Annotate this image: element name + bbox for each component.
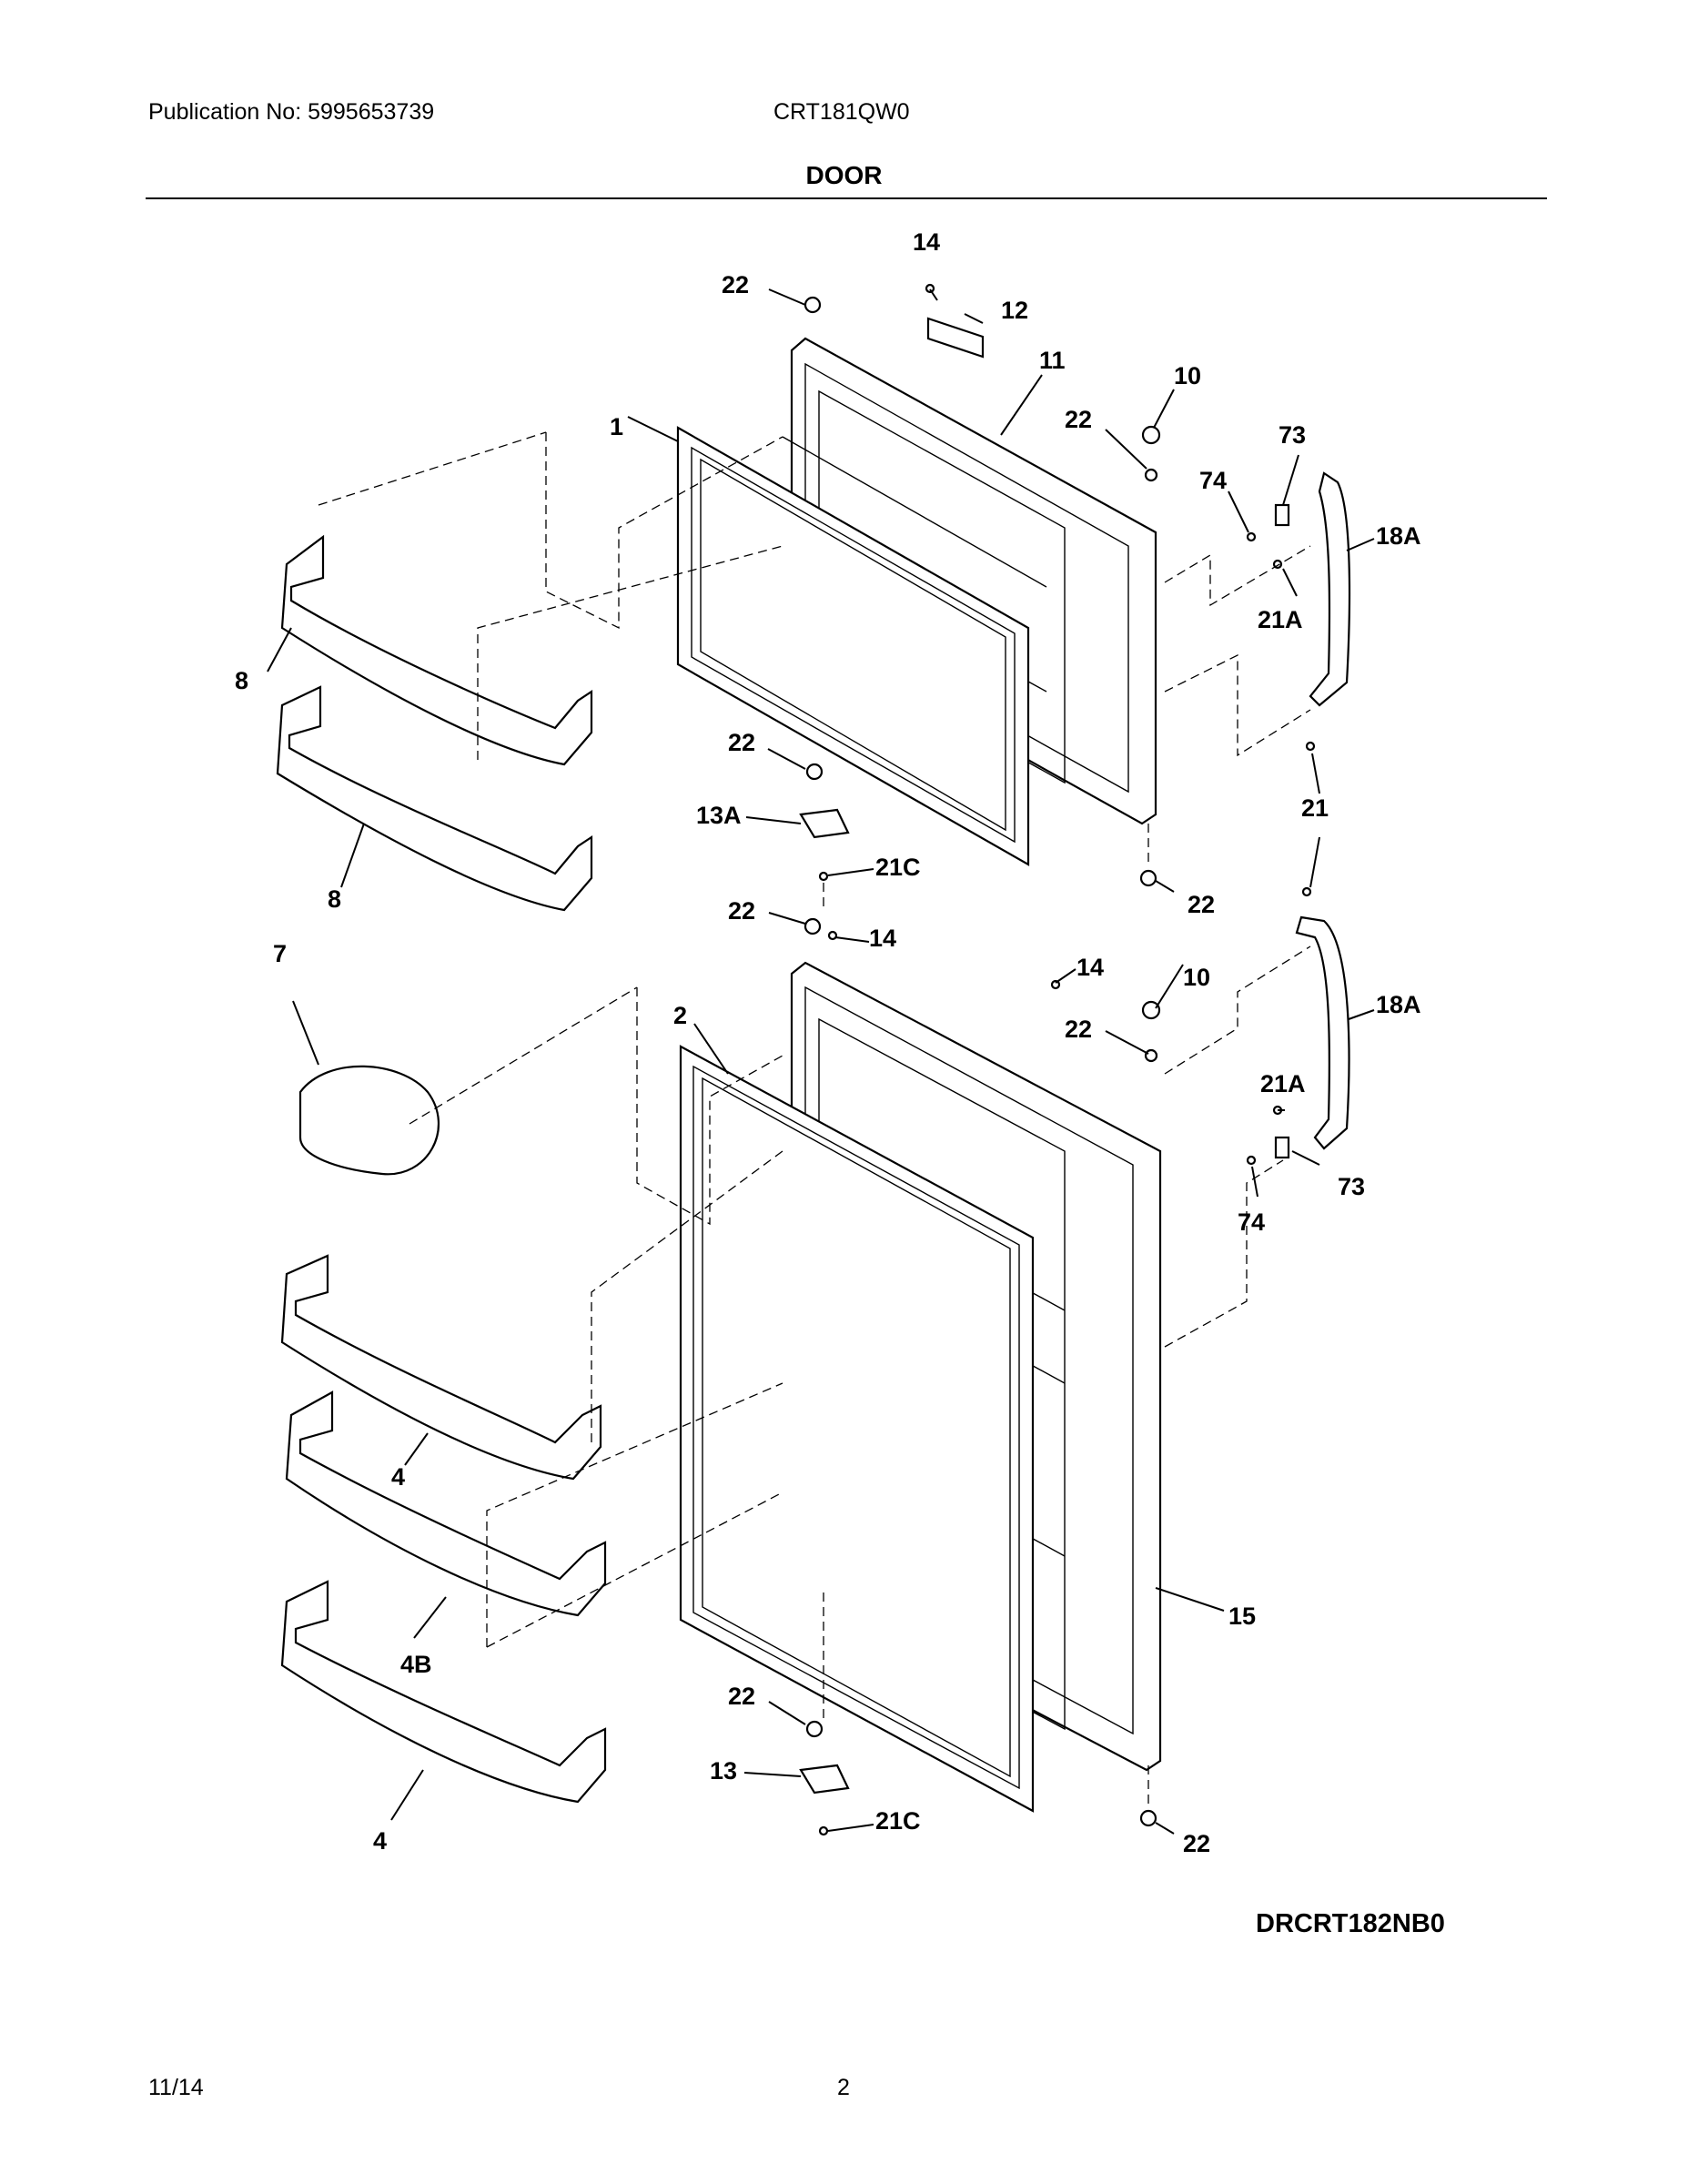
callout-labels: 14 22 12 11 10 22 73 1 74 18A 21A 8 22 2… [235, 228, 1421, 1857]
callout-2: 2 [673, 1002, 687, 1029]
callout-8: 8 [235, 667, 248, 694]
plug-10-top [1141, 425, 1161, 445]
handle-18A-upper [1309, 471, 1351, 707]
handle-18A-lower [1295, 915, 1350, 1150]
freezer-door-assembly [676, 283, 1351, 887]
callout-22: 22 [722, 271, 749, 298]
callout-14: 14 [1076, 954, 1104, 981]
plug-14-lower-b [1050, 979, 1061, 990]
fresh-food-door-gasket [679, 1045, 1035, 1813]
callout-14: 14 [869, 925, 896, 952]
bin-cover-7 [298, 1065, 440, 1176]
callout-22: 22 [728, 1683, 755, 1710]
shelf-4B [285, 1390, 607, 1617]
callout-1: 1 [610, 413, 623, 440]
callout-21: 21 [1301, 794, 1329, 822]
door-shelves [276, 534, 607, 1804]
screw-74-lower [1246, 1155, 1257, 1166]
callout-13A: 13A [696, 802, 742, 829]
screw-22-lower-bottom [1139, 1809, 1157, 1827]
plug-14-top [925, 283, 935, 294]
callout-4B: 4B [400, 1651, 432, 1678]
screw-21C-lower [818, 1825, 829, 1836]
screw-21C-top [818, 871, 829, 882]
callout-18A: 18A [1376, 991, 1421, 1018]
callout-18A: 18A [1376, 522, 1421, 550]
callout-13: 13 [710, 1757, 737, 1785]
screw-22-mid [805, 763, 824, 781]
screw-74-upper [1246, 531, 1257, 542]
callout-14: 14 [913, 228, 940, 256]
screw-22-lower-top [804, 917, 822, 935]
callout-4: 4 [391, 1463, 405, 1491]
callout-15: 15 [1228, 1603, 1256, 1630]
callout-10: 10 [1174, 362, 1201, 389]
callout-21A: 21A [1260, 1070, 1306, 1097]
callout-73: 73 [1338, 1173, 1365, 1200]
callout-22: 22 [1188, 891, 1215, 918]
screw-22-lower-right [1144, 1048, 1158, 1063]
callout-11: 11 [1039, 347, 1066, 374]
plug-14-lower-a [827, 930, 838, 941]
plug-10-lower [1141, 1000, 1161, 1020]
label-12 [926, 317, 985, 359]
shelf-4-upper [280, 1254, 602, 1481]
callout-73: 73 [1279, 421, 1306, 449]
callout-74: 74 [1238, 1208, 1265, 1236]
hinge-13 [799, 1764, 850, 1795]
handle-cap-73-upper [1274, 503, 1290, 527]
freezer-door-gasket [676, 426, 1030, 866]
leader-lines [267, 288, 1375, 1835]
callout-4: 4 [373, 1827, 387, 1855]
assembly-guide-lines [318, 431, 1311, 1806]
callout-7: 7 [273, 940, 287, 967]
publication-number: Publication No: 5995653739 [148, 99, 435, 125]
screw-22-low-right [1139, 869, 1157, 887]
screw-22-right [1144, 468, 1158, 482]
callout-21C: 21C [875, 1807, 921, 1835]
callout-10: 10 [1183, 964, 1210, 991]
handle-cap-73-lower [1274, 1136, 1290, 1159]
diagram-code: DRCRT182NB0 [1256, 1909, 1445, 1938]
shelf-8-upper [280, 534, 593, 766]
model-number: CRT181QW0 [773, 99, 910, 125]
screw-22-lower-mid [805, 1720, 824, 1738]
hinge-13A [799, 808, 850, 839]
callout-12: 12 [1001, 297, 1028, 324]
shelf-4-lower [280, 1580, 607, 1804]
callout-21A: 21A [1258, 606, 1303, 633]
callout-22: 22 [1065, 1016, 1092, 1043]
callout-22: 22 [1183, 1830, 1210, 1857]
callout-22: 22 [728, 729, 755, 756]
page-title: DOOR [805, 161, 883, 189]
screw-22-top [804, 296, 822, 314]
callout-22: 22 [728, 897, 755, 925]
shelf-8-lower [276, 685, 593, 912]
callout-8: 8 [328, 885, 341, 913]
callout-74: 74 [1199, 467, 1227, 494]
callout-22: 22 [1065, 406, 1092, 433]
screw-21-b [1301, 886, 1312, 897]
footer-date: 11/14 [148, 2075, 204, 2100]
callout-21C: 21C [875, 854, 921, 881]
page-number: 2 [837, 2075, 850, 2100]
screw-21-a [1305, 741, 1316, 752]
header-divider [146, 197, 1547, 199]
fresh-food-door-assembly [679, 741, 1350, 1836]
